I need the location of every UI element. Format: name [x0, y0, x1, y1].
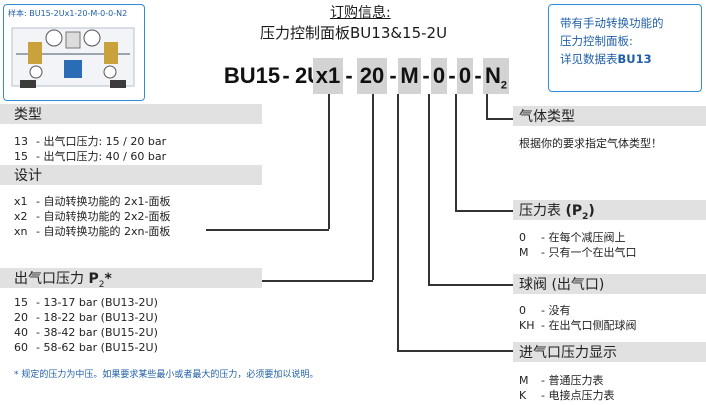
connector-inlet-h	[397, 350, 513, 352]
note-box	[548, 4, 702, 92]
gas-title: 气体类型	[519, 109, 575, 125]
note-line2: 压力控制面板:	[560, 34, 633, 48]
order-subtitle: 压力控制面板BU13&15-2U	[260, 24, 448, 42]
design-title: 设计	[14, 168, 42, 184]
sample-label: 样本: BU15-2Ux1-20-M-0-0-N2	[8, 9, 128, 18]
panel-photo	[11, 27, 135, 88]
connector-gas-h	[486, 118, 513, 120]
inlet-bar	[513, 342, 706, 362]
inlet-title: 进气口压力显示	[519, 345, 617, 361]
connector-valve-h	[428, 284, 513, 286]
code-outlet-pressure: 20	[357, 58, 387, 94]
outlet-title: 出气口压力 P2*	[14, 271, 112, 290]
design-bar	[0, 165, 262, 185]
gas-desc: 根据你的要求指定气体类型！	[519, 137, 662, 150]
code-dash: -	[448, 63, 456, 88]
gauge-title: 压力表 (P2)	[519, 203, 595, 222]
gauge-bar	[513, 200, 706, 220]
type-item: 13- 出气口压力: 15 / 20 bar	[14, 135, 167, 148]
order-title: 订购信息:	[330, 5, 391, 21]
type-bar	[0, 104, 262, 124]
design-item: x1- 自动转换功能的 2x1-面板	[14, 195, 171, 208]
outlet-item: 60- 58-62 bar (BU15-2U)	[14, 341, 158, 354]
gas-bar	[513, 106, 706, 126]
valve-item: 0- 没有	[519, 304, 571, 317]
code-valve: 0	[431, 58, 447, 94]
type-item: 15- 出气口压力: 40 / 60 bar	[14, 150, 167, 163]
valve-item: KH- 在出气口侧配球阀	[519, 319, 637, 332]
note-line3: 详见数据表BU13	[560, 52, 652, 66]
connector-design	[328, 94, 330, 229]
footnote: * 规定的压力为中压。如果要求某些最小或者最大的压力，必须要加以说明。	[14, 370, 319, 380]
code-gas: N2	[483, 58, 509, 94]
code-dash: -	[282, 63, 290, 88]
outlet-bar	[0, 268, 262, 288]
connector-outlet-h	[208, 280, 373, 282]
code-dash: -	[345, 63, 353, 88]
code-gauge: 0	[457, 58, 473, 94]
type-title: 类型	[14, 107, 42, 123]
inlet-item: M- 普通压力表	[519, 374, 604, 387]
connector-inlet	[397, 94, 399, 351]
design-item: x2- 自动转换功能的 2x2-面板	[14, 210, 171, 223]
connector-gauge-h	[455, 210, 513, 212]
code-dash: -	[422, 63, 430, 88]
inlet-item: K- 电接点压力表	[519, 389, 615, 402]
code-inlet-display: M	[398, 58, 421, 94]
connector-outlet	[372, 94, 374, 280]
valve-bar	[513, 274, 706, 294]
gauge-item: M- 只有一个在出气口	[519, 246, 637, 259]
note-text: 带有手动转换功能的 压力控制面板: 详见数据表BU13	[560, 14, 664, 68]
code-dash: -	[389, 63, 397, 88]
design-item: xn- 自动转换功能的 2xn-面板	[14, 225, 171, 238]
outlet-item: 15- 13-17 bar (BU13-2U)	[14, 296, 158, 309]
code-design: x1	[313, 58, 343, 94]
connector-design-h	[206, 229, 329, 231]
gauge-item: 0- 在每个减压阀上	[519, 231, 626, 244]
outlet-item: 40- 38-42 bar (BU15-2U)	[14, 326, 158, 339]
connector-valve	[428, 94, 430, 284]
code-series: BU15	[223, 63, 281, 88]
valve-title: 球阀 (出气口)	[519, 277, 605, 293]
outlet-item: 20- 18-22 bar (BU13-2U)	[14, 311, 158, 324]
connector-gas	[486, 94, 488, 119]
code-dash: -	[474, 63, 482, 88]
note-line1: 带有手动转换功能的	[560, 16, 664, 30]
connector-gauge	[455, 94, 457, 211]
